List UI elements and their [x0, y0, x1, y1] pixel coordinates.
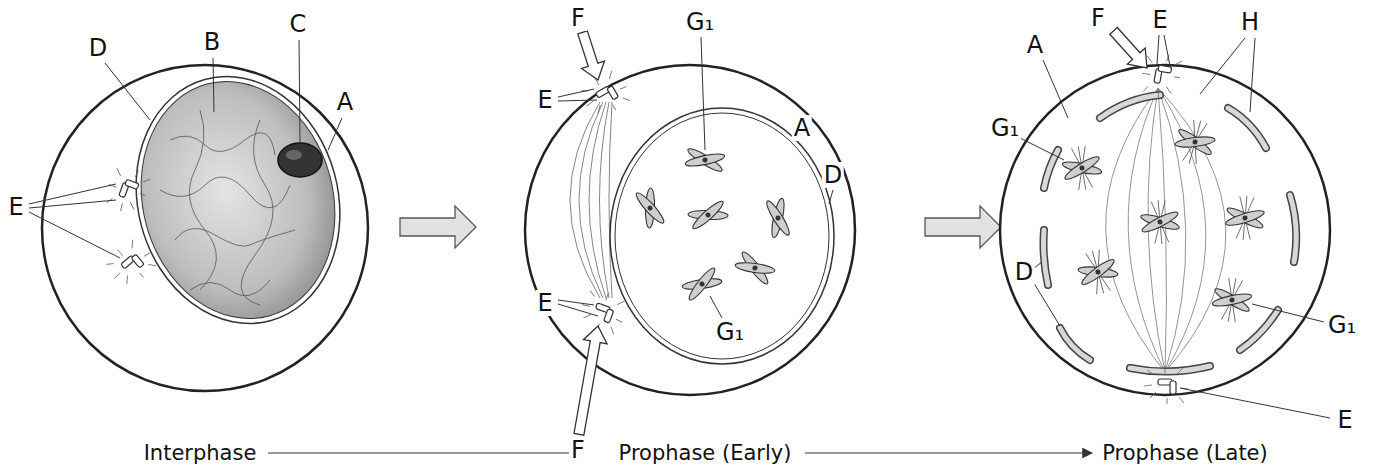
part-label: G₁	[1326, 312, 1358, 338]
chromosome	[1223, 194, 1267, 241]
part-label: F	[569, 5, 587, 31]
nucleolus-highlight	[286, 150, 302, 160]
stage-caption: Prophase (Early)	[617, 442, 794, 465]
chromosome	[632, 185, 668, 231]
nuclear-envelope-fragment	[1044, 95, 1297, 372]
centriole-pair	[102, 163, 153, 217]
sequence-arrow	[805, 452, 1092, 453]
chromosome	[679, 264, 726, 304]
chromosome	[1138, 198, 1182, 245]
stage-arrow	[400, 206, 476, 248]
part-label: F	[1089, 5, 1107, 31]
chromosome	[1208, 275, 1255, 325]
part-label: D	[87, 35, 109, 61]
centriole-pair	[1144, 366, 1188, 404]
part-label: D	[1013, 259, 1035, 285]
pointer-arrow	[567, 324, 610, 436]
cell-membrane	[1000, 65, 1330, 395]
part-label: G₁	[684, 9, 716, 35]
spindle-fibers	[570, 102, 612, 298]
part-label: B	[202, 29, 222, 55]
chromosome	[685, 197, 731, 233]
nuclear-envelope-inner	[615, 113, 829, 359]
part-label: A	[335, 89, 355, 115]
chromosome	[1058, 143, 1105, 193]
part-label: E	[535, 290, 554, 316]
part-label: E	[1150, 7, 1169, 33]
leader-lines	[558, 37, 833, 318]
nucleolus	[278, 143, 322, 177]
chromosome	[732, 248, 779, 288]
nuclear-envelope	[610, 108, 834, 364]
nuclear-envelope-fragment	[1044, 95, 1297, 372]
stage-caption: Prophase (Late)	[1100, 442, 1269, 465]
chromosome	[763, 196, 793, 240]
stage-caption: Interphase	[142, 442, 259, 465]
part-label: A	[792, 115, 812, 141]
centriole-pair	[102, 235, 160, 292]
pointer-arrow	[1105, 23, 1156, 76]
chromosome	[1170, 116, 1220, 169]
centriole-pair	[577, 67, 634, 122]
pointer-arrow	[571, 29, 609, 84]
part-label: E	[6, 194, 25, 220]
part-label: D	[822, 162, 844, 188]
part-label: C	[288, 11, 309, 37]
part-label: A	[1025, 32, 1045, 58]
part-label: F	[569, 437, 587, 463]
part-label: E	[535, 87, 554, 113]
part-label: E	[1335, 407, 1354, 433]
leader-lines	[1020, 35, 1330, 418]
stage-arrow	[925, 206, 1001, 248]
part-label: G₁	[714, 319, 746, 345]
sequence-arrow	[268, 452, 583, 453]
chromosome	[1073, 246, 1123, 299]
cell-membrane	[525, 65, 855, 395]
leader-lines	[29, 40, 342, 258]
part-label: G₁	[989, 115, 1021, 141]
spindle-fibers	[1106, 88, 1226, 372]
part-label: H	[1239, 9, 1261, 35]
chromatin	[160, 110, 295, 305]
centriole-pair	[576, 286, 630, 337]
nuclear-envelope	[109, 53, 367, 346]
nucleoplasm	[115, 60, 361, 341]
